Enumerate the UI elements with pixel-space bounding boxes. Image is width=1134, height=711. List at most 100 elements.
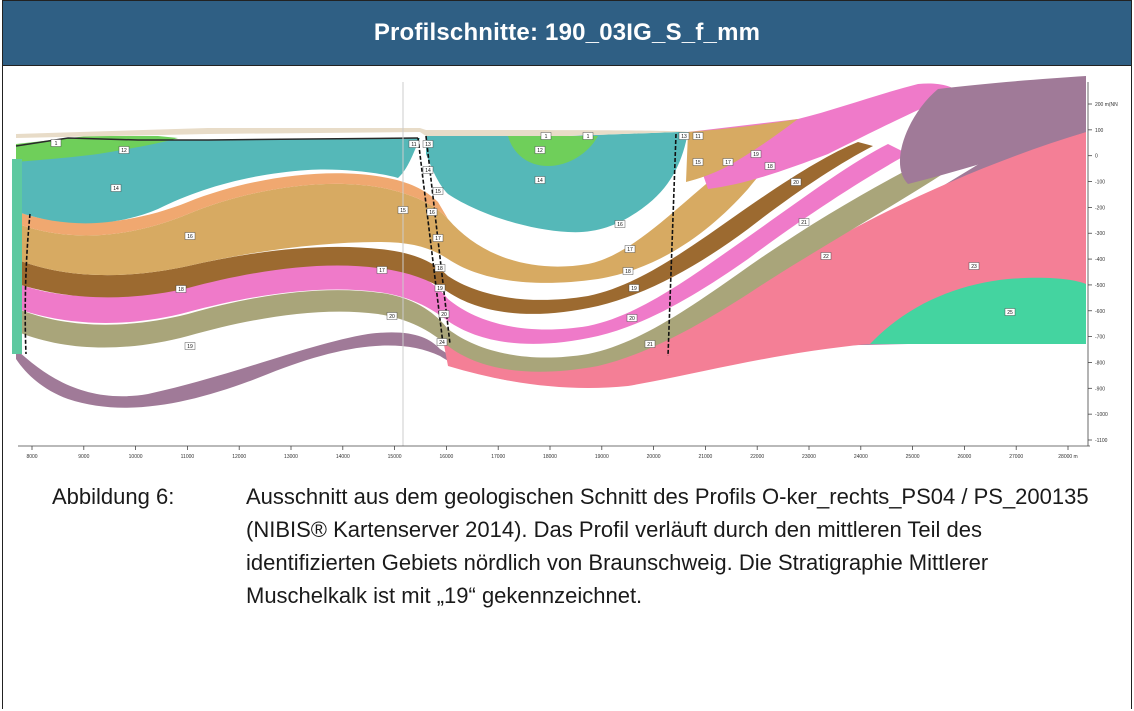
- unit-label-box: [614, 220, 626, 228]
- unit-label: 12: [537, 148, 543, 154]
- unit-label-box: [624, 245, 636, 253]
- unit-label-box: [626, 314, 638, 322]
- unit-label-box: [397, 206, 409, 214]
- y-tick-label: -1100: [1095, 438, 1108, 444]
- y-axis-ticks: 200 m(NN)1000-100-200-300-400-500-600-70…: [1088, 102, 1118, 444]
- layer-pink-hill: [688, 83, 958, 189]
- unit-label-box: [175, 285, 187, 293]
- unit-label-box: [798, 218, 810, 226]
- unit-label-box: [110, 184, 122, 192]
- fault-line-middle-a: [417, 137, 444, 345]
- x-tick-label: 23000: [802, 454, 816, 460]
- unit-label: 14: [537, 178, 543, 184]
- unit-label: 11: [411, 142, 416, 148]
- unit-label-box: [426, 208, 438, 216]
- y-tick-label: -100: [1095, 180, 1105, 186]
- unit-label-box: [376, 266, 388, 274]
- fault-line-right: [667, 133, 677, 357]
- y-tick-label: -200: [1095, 205, 1105, 211]
- unit-label-box: [434, 284, 446, 292]
- unit-label-box: [438, 310, 450, 318]
- unit-label: 21: [801, 220, 807, 226]
- x-tick-label: 22000: [750, 454, 764, 460]
- layer-tan: [18, 119, 818, 283]
- x-tick-label: 17000: [491, 454, 505, 460]
- unit-label-box: [436, 338, 448, 346]
- unit-label: 17: [435, 236, 441, 242]
- unit-label-box: [628, 284, 640, 292]
- y-tick-label: -700: [1095, 335, 1105, 341]
- layer-pink: [18, 144, 908, 344]
- x-tick-label: 26000: [957, 454, 971, 460]
- unit-label: 18: [178, 287, 184, 293]
- unit-label: 14: [425, 168, 431, 174]
- x-tick-label: 11000: [181, 454, 195, 460]
- x-tick-label: 19000: [595, 454, 609, 460]
- x-tick-label: 16000: [439, 454, 453, 460]
- unit-label: 19: [187, 344, 193, 350]
- unit-label: 23: [971, 264, 977, 270]
- unit-label: 19: [631, 286, 637, 292]
- x-tick-label: 18000: [543, 454, 557, 460]
- unit-label: 18: [625, 269, 631, 275]
- x-tick-label: 14000: [336, 454, 350, 460]
- unit-label-box: [820, 252, 832, 260]
- unit-label-box: [432, 234, 444, 242]
- unit-label: 12: [121, 148, 127, 154]
- unit-label-box: [722, 158, 734, 166]
- unit-label: 15: [695, 160, 701, 166]
- unit-label-box: [422, 140, 434, 148]
- unit-label-box: [790, 178, 802, 186]
- unit-label: 17: [379, 268, 385, 274]
- x-tick-label: 8000: [26, 454, 37, 460]
- fault-line-left: [24, 213, 31, 355]
- layer-mint: [870, 277, 1086, 344]
- caption-text: Ausschnitt aus dem geologischen Schnitt …: [246, 484, 1089, 608]
- unit-label-box: [422, 166, 434, 174]
- unit-label: 15: [400, 208, 406, 214]
- unit-label-box: [1004, 308, 1016, 316]
- y-tick-label: 100: [1095, 128, 1104, 134]
- unit-label: 18: [437, 266, 443, 272]
- y-tick-label: -600: [1095, 309, 1105, 315]
- unit-label-box: [50, 139, 62, 147]
- unit-label-box: [540, 132, 552, 140]
- x-tick-label: 27000: [1009, 454, 1023, 460]
- y-tick-label: -900: [1095, 386, 1105, 392]
- y-tick-label: -1000: [1095, 412, 1108, 418]
- unit-label-box: [692, 158, 704, 166]
- x-tick-label: 21000: [698, 454, 712, 460]
- layer-green-right: [508, 136, 598, 166]
- layer-teal-left: [18, 138, 420, 224]
- layer-topsoil: [16, 128, 688, 138]
- caption-label: Abbildung 6:: [52, 484, 175, 509]
- unit-label: 13: [681, 134, 687, 140]
- x-tick-label: 12000: [232, 454, 246, 460]
- unit-label: 20: [441, 312, 447, 318]
- unit-label: 14: [113, 186, 119, 192]
- unit-label: 1: [55, 141, 58, 147]
- x-tick-label: 25000: [906, 454, 920, 460]
- unit-label: 20: [793, 180, 799, 186]
- unit-label: 15: [435, 189, 441, 195]
- unit-label-box: [968, 262, 980, 270]
- unit-label: 11: [695, 134, 700, 140]
- unit-label-box: [408, 140, 420, 148]
- y-tick-label: -500: [1095, 283, 1105, 289]
- x-tick-label: 20000: [647, 454, 661, 460]
- y-tick-label: -300: [1095, 231, 1105, 237]
- unit-label-box: [534, 176, 546, 184]
- unit-label-box: [764, 162, 776, 170]
- unit-label: 16: [187, 234, 193, 240]
- unit-label: 17: [627, 247, 633, 253]
- figure-title: Profilschnitte: 190_03IG_S_f_mm: [373, 19, 761, 46]
- figure-header: Profilschnitte: 190_03IG_S_f_mm: [3, 1, 1131, 66]
- x-tick-label: 28000 m: [1058, 454, 1077, 460]
- unit-label: 22: [823, 254, 829, 260]
- unit-label-box: [644, 340, 656, 348]
- unit-label-box: [184, 342, 196, 350]
- x-tick-label: 24000: [854, 454, 868, 460]
